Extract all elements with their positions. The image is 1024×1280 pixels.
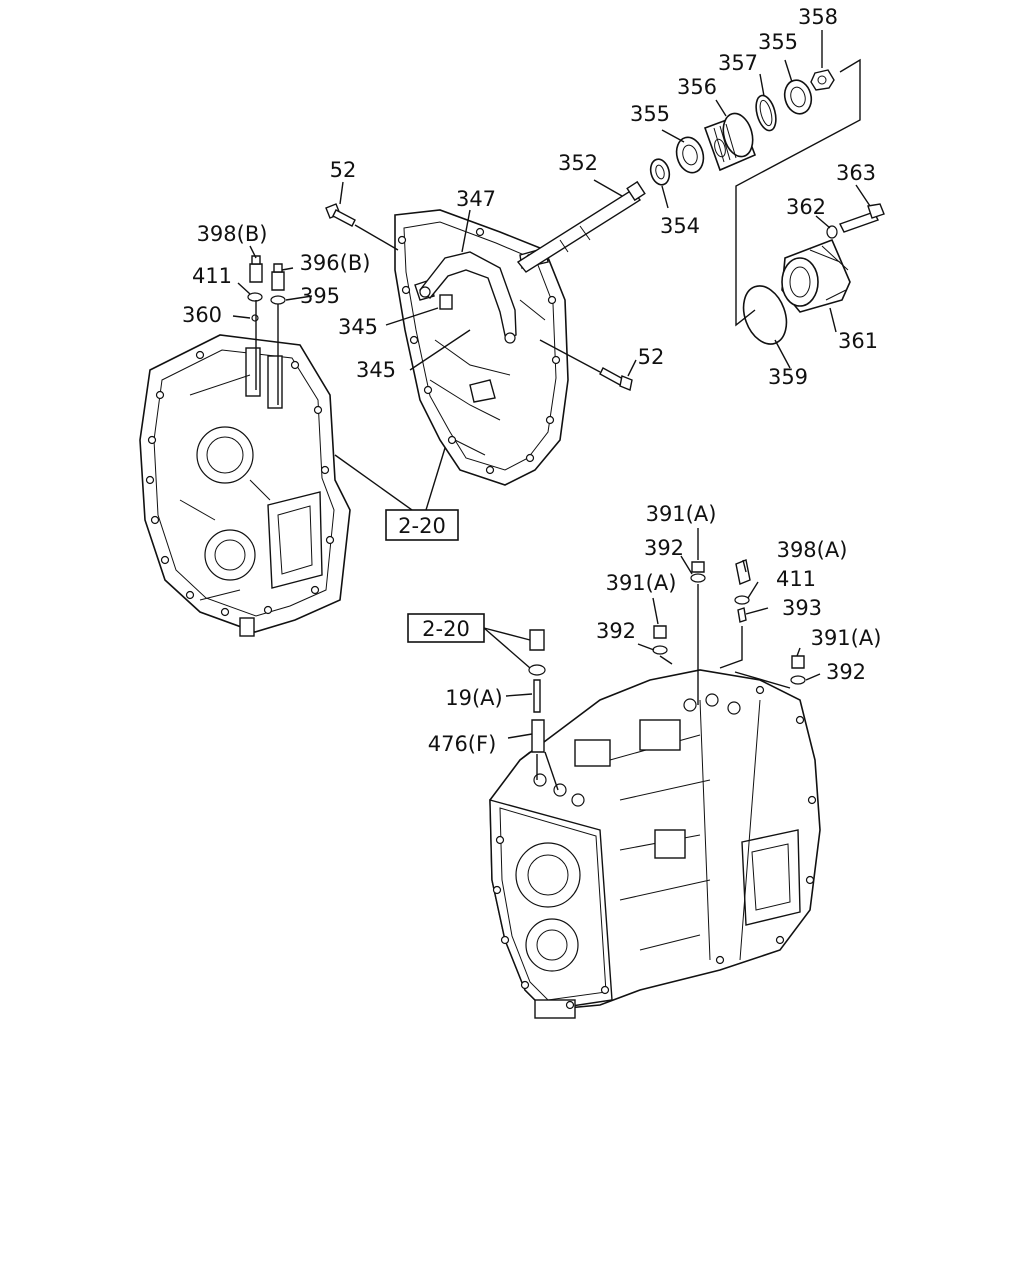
assembly-bolt-holes	[492, 685, 817, 1010]
callout-label: 393	[782, 596, 822, 620]
callout-label: 345	[356, 358, 396, 382]
callout-label: 359	[768, 365, 808, 389]
gasket-part	[742, 285, 788, 345]
callout-label: 355	[630, 102, 670, 126]
front-case-housing	[139, 334, 351, 637]
callout-label: 392	[644, 536, 684, 560]
cylinder-cover-assembly	[742, 203, 885, 345]
reference-box-top: 2-20	[385, 509, 459, 541]
callout-label: 347	[456, 187, 496, 211]
callout-label: 355	[758, 30, 798, 54]
reference-box-bottom: 2-20	[407, 613, 485, 643]
shaft-part	[516, 180, 646, 273]
callout-label: 363	[836, 161, 876, 185]
callout-label: 362	[786, 195, 826, 219]
callout-label: 392	[596, 619, 636, 643]
callout-label: 391(A)	[606, 571, 677, 595]
reference-label: 2-20	[398, 514, 446, 538]
callout-label: 391(A)	[811, 626, 882, 650]
callout-label: 395	[300, 284, 340, 308]
callout-label: 352	[558, 151, 598, 175]
callout-label: 396(B)	[300, 251, 371, 275]
bolt-52-top	[325, 203, 356, 227]
callout-label: 391(A)	[646, 502, 717, 526]
callout-label: 398(B)	[197, 222, 268, 246]
callout-label: 411	[192, 264, 232, 288]
callout-label: 392	[826, 660, 866, 684]
transmission-assembly	[489, 669, 821, 1019]
reference-label: 2-20	[422, 617, 470, 641]
sensor-parts-left	[247, 255, 286, 322]
bolt-52-right	[599, 367, 633, 391]
callout-label: 398(A)	[777, 538, 848, 562]
callout-label: 52	[330, 158, 357, 182]
callout-label: 476(F)	[428, 732, 497, 756]
callout-label: 358	[798, 5, 838, 29]
callout-label: 345	[338, 315, 378, 339]
callout-label: 411	[776, 567, 816, 591]
callout-label: 357	[718, 51, 758, 75]
seal-stack	[649, 69, 835, 186]
callout-label: 361	[838, 329, 878, 353]
leader-lines	[232, 30, 871, 791]
callout-label: 356	[677, 75, 717, 99]
callout-labels: 358 355 357 356 355 352 354 363 362 361 …	[182, 5, 881, 756]
sensor-parts-bottom	[528, 559, 806, 753]
callout-label: 52	[638, 345, 665, 369]
callout-label: 19(A)	[445, 686, 502, 710]
callout-label: 360	[182, 303, 222, 327]
callout-label: 354	[660, 214, 700, 238]
case-bolt-holes	[145, 350, 335, 617]
